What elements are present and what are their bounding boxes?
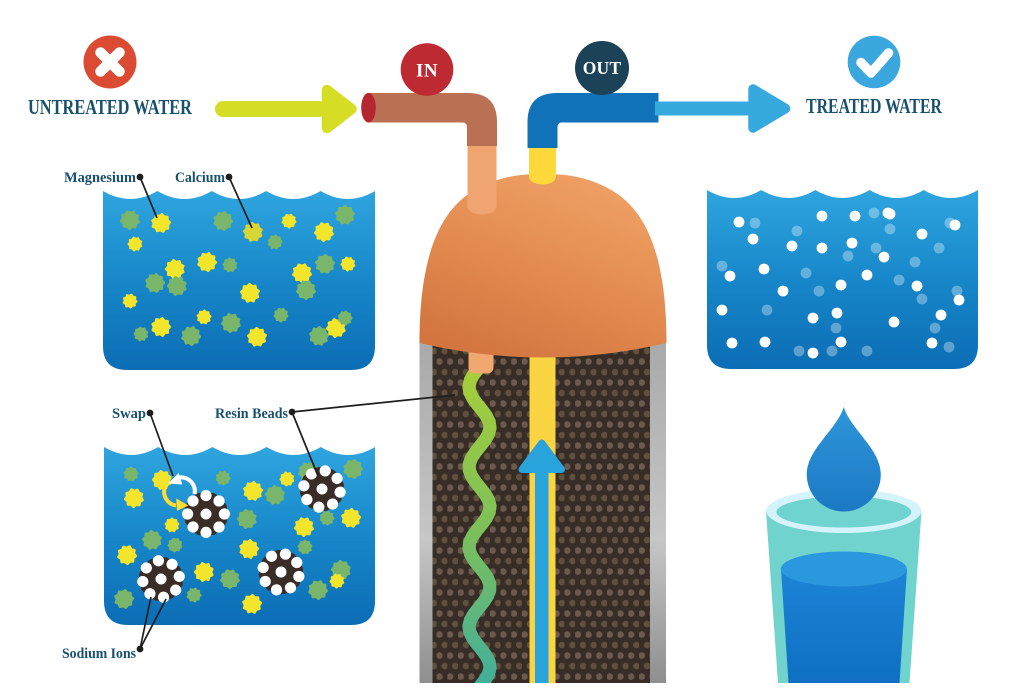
svg-text:Resin Beads: Resin Beads xyxy=(215,406,288,422)
svg-text:Sodium Ions: Sodium Ions xyxy=(62,646,136,662)
svg-text:IN: IN xyxy=(416,60,438,81)
svg-text:Swap: Swap xyxy=(112,406,146,422)
svg-text:Magnesium: Magnesium xyxy=(64,170,136,186)
svg-text:TREATED WATER: TREATED WATER xyxy=(806,94,943,118)
svg-text:UNTREATED WATER: UNTREATED WATER xyxy=(28,95,193,119)
svg-text:Calcium: Calcium xyxy=(175,170,225,186)
svg-text:OUT: OUT xyxy=(583,58,622,78)
